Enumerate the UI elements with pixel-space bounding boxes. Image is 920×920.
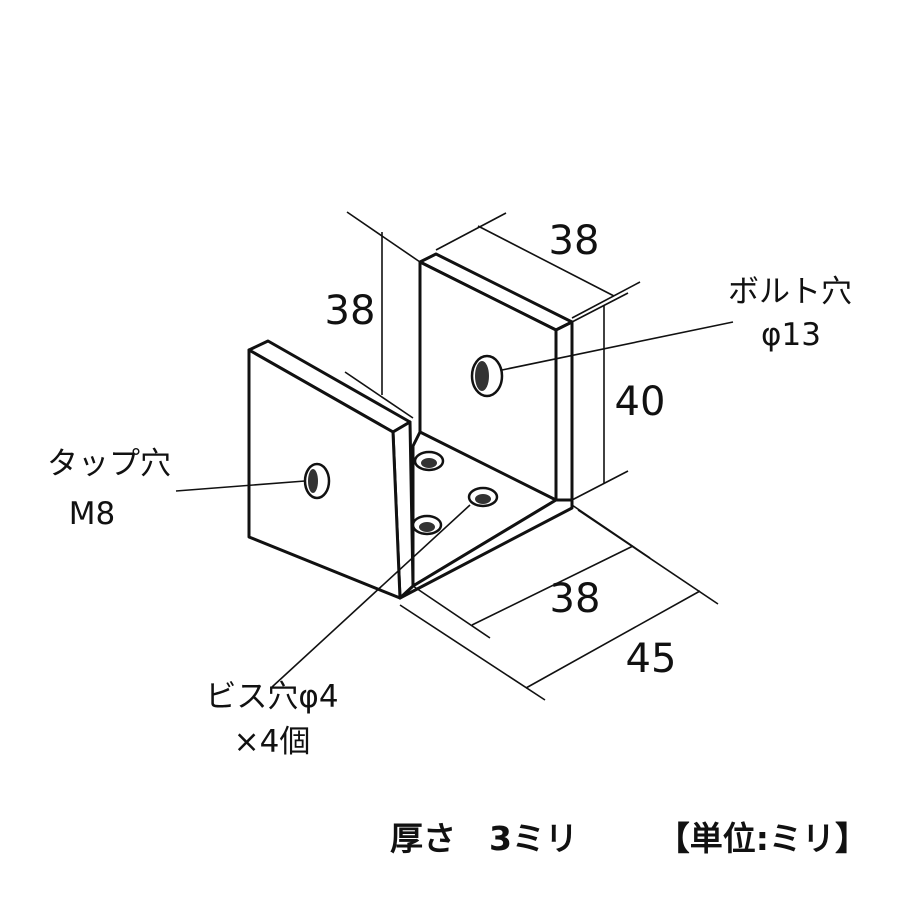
bolt-hole-title: ボルト穴 xyxy=(728,274,852,310)
tap-hole-leader xyxy=(175,480,306,492)
tap-hole-title: タップ穴 xyxy=(47,446,171,482)
dim-inner-depth: 38 xyxy=(550,576,601,622)
screw-hole-title: ビス穴φ4 xyxy=(205,679,338,715)
dim-side-height: 38 xyxy=(325,288,376,334)
leader-lines xyxy=(175,321,734,688)
screw-hole xyxy=(413,450,445,472)
bolt-hole xyxy=(470,354,504,398)
tap-hole xyxy=(303,462,331,500)
dim-back-width: 38 xyxy=(549,218,600,264)
screw-hole-count: ×4個 xyxy=(234,724,311,760)
unit-note: 【単位:ミリ】 xyxy=(657,819,868,858)
bolt-hole-size: φ13 xyxy=(761,317,821,353)
bolt-hole-leader xyxy=(501,321,734,371)
thickness-note: 厚さ 3ミリ xyxy=(390,819,578,858)
tap-hole-size: M8 xyxy=(69,496,115,532)
screw-hole-leader xyxy=(271,504,471,688)
screw-hole xyxy=(467,486,499,508)
dimension-lines xyxy=(344,211,719,701)
screw-holes xyxy=(411,450,499,536)
back-plate-side-edge xyxy=(554,320,574,510)
screw-hole xyxy=(411,514,443,536)
dim-total-depth: 45 xyxy=(626,636,677,682)
front-plate xyxy=(247,339,415,600)
dim-back-height: 40 xyxy=(615,379,666,425)
